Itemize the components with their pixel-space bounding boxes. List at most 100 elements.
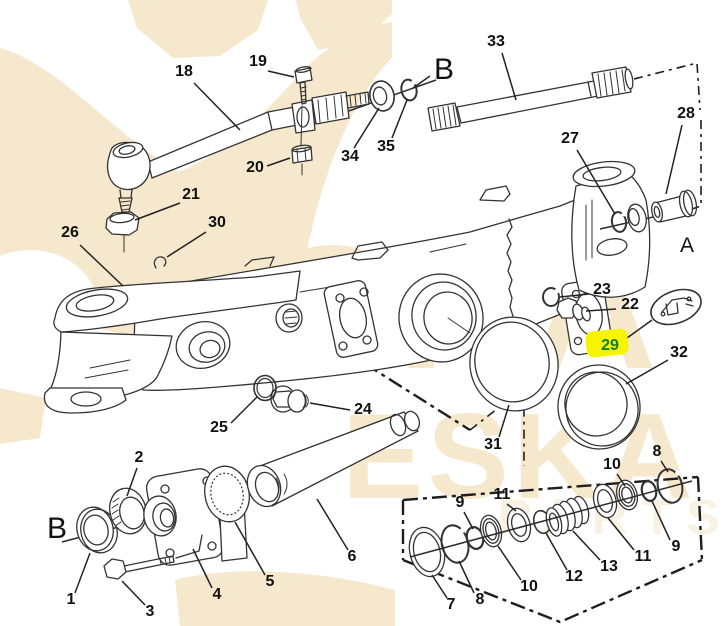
callout-28: 28 [677,105,695,122]
fill-hole-bore [282,308,300,328]
tie-rod-clamp [291,99,316,134]
left-hub-bore-inner [199,339,221,359]
callout-4: 4 [213,586,222,603]
callout-10: 10 [520,578,538,595]
ring-32-inner [564,371,628,437]
callout-2: 2 [135,449,144,466]
ring-9b [640,480,658,502]
callout-33: 33 [487,33,505,50]
tie-rod-sleeve-joint [267,111,273,131]
breather-29-dot2 [660,311,666,317]
leader-line-11 [607,517,635,551]
bushing-28-flange [678,190,694,218]
leader-line-9 [651,500,671,541]
callout-32: 32 [670,344,688,361]
spline-hatch-right [597,69,626,97]
ring-31-inner [474,321,550,403]
callout-26: 26 [61,224,79,241]
pin-seal-bore [628,207,640,227]
leader-line-1 [74,552,91,594]
snap-ring-8a-gap [460,527,466,533]
ball-stud [118,188,133,221]
leader-line-2 [126,467,138,497]
callout-9: 9 [672,538,681,555]
o-ring-25-inner [256,377,274,399]
right-knuckle-body [571,171,651,298]
right-knuckle-eye-bore [582,166,622,182]
leader-line-7 [431,574,448,599]
snap-ring-8b-gap [675,470,681,476]
gear-tooth-1 [128,0,268,58]
seal-washer-34 [369,80,395,112]
shaft-body-33 [456,80,599,124]
leader-line-34 [353,107,380,149]
callout-24: 24 [354,401,372,418]
leader-line-27 [576,149,616,215]
callout-21: 21 [182,186,200,203]
leader-line-6 [316,498,349,551]
bushing-28-bore [653,205,661,219]
bolt-3-head [103,558,127,580]
leader-line-8 [660,460,669,473]
bolt-head-top [295,66,312,73]
seal-1-bore [83,514,109,546]
left-knuckle-bracket [43,387,127,414]
left-knuckle-hatch [84,359,131,379]
ring-10b-inner [621,486,633,504]
callout-23: 23 [593,281,611,298]
washer-11a-bore [510,513,528,537]
leader-line-28 [665,124,683,195]
cylinder-6-ribs [275,473,288,499]
differential-boss-mid [411,281,477,351]
leader-line-11 [506,503,517,512]
breather-29-dot [686,296,692,302]
callout-29: 29 [601,337,619,354]
cylinder-6-tip [403,410,421,432]
flange-hole [359,287,369,297]
callout-34: 34 [341,148,359,165]
tie-rod-end-cap-bore [118,145,136,155]
leader-line-13 [572,530,601,561]
callout-27: 27 [561,130,579,147]
view-label-B: B [434,53,454,86]
left-knuckle-eye-bore [75,294,115,312]
leader-line-35 [391,99,408,139]
cotter-pin-30 [153,256,167,269]
large-rings-group [253,316,641,450]
fill-hole-threads [284,310,298,325]
shaft-collar [587,81,592,97]
plug-24-body [287,389,307,413]
ring-10a-mid [482,518,500,544]
snap-ring-27-gap [621,211,627,217]
view-label-B: B [47,512,67,545]
callout-12: 12 [565,568,583,585]
bolt-centerline [300,105,303,147]
leader-line-18 [193,82,241,131]
differential-bore-line [447,317,471,334]
leader-line-view-B [412,75,431,89]
shaft-tip [624,68,634,90]
housing-4-bore [152,502,176,532]
spline-hatch-left [432,104,457,130]
leader-line-12 [545,532,568,571]
plug-24-threads [302,393,309,409]
callout-18: 18 [175,63,193,80]
adjuster-hex [311,91,350,125]
section-line-to-ring [339,346,471,432]
ring-31 [469,316,559,412]
callout-11: 11 [635,548,652,565]
leader-line-4 [192,548,213,589]
stub-threads [349,92,367,107]
snap-ring-35-gap [411,79,417,85]
callout-9: 9 [456,494,465,511]
callout-5: 5 [266,573,275,590]
leader-line-8 [458,560,475,594]
highlight-marker-29 [585,328,629,358]
gland-13-bore [548,512,560,532]
left-hub-bore [188,331,226,363]
washer-11b-bore [596,489,614,513]
callout-22: 22 [621,296,639,313]
leader-line-26 [79,244,124,287]
leader-line-30 [166,231,207,258]
